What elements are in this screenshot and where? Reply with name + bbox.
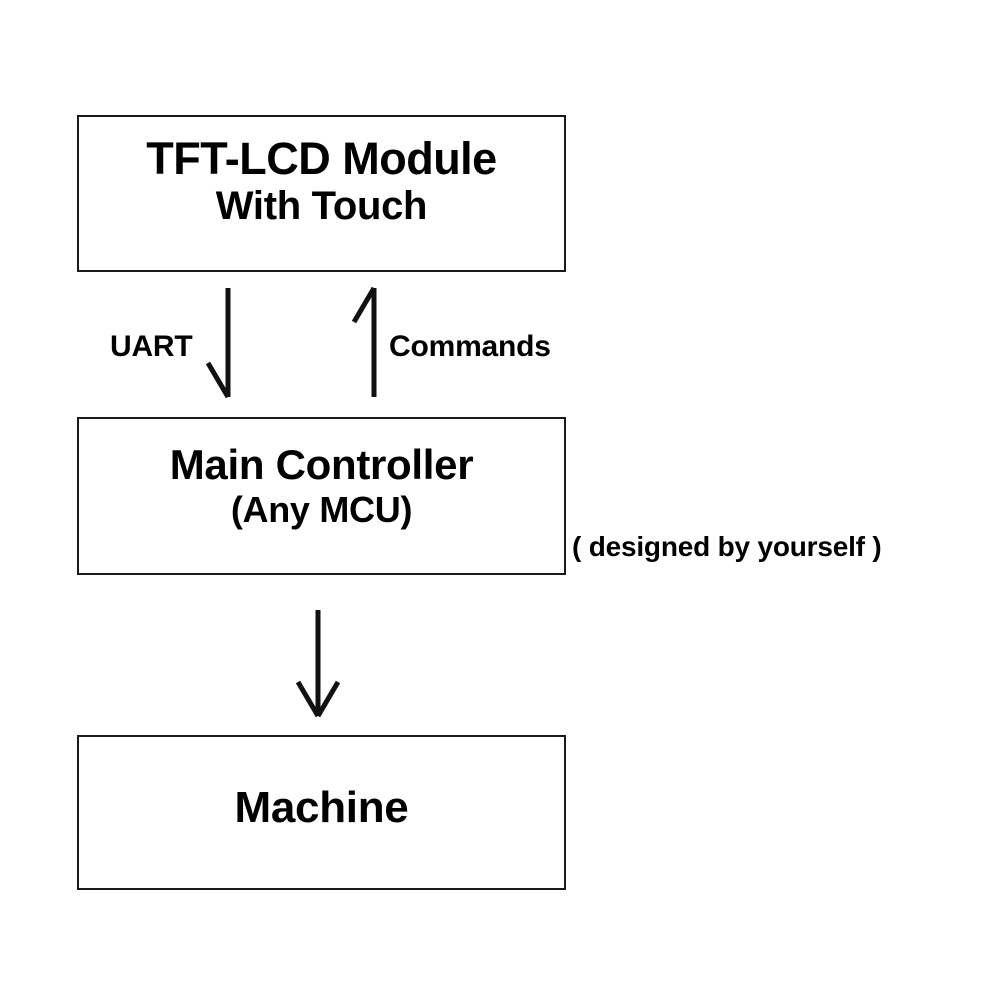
node-tft-lcd-module: TFT-LCD Module With Touch — [77, 115, 566, 272]
node-main-controller-line-2: (Any MCU) — [230, 489, 413, 531]
edge-label-commands: Commands — [389, 330, 551, 363]
annotation-designed-by-yourself: ( designed by yourself ) — [572, 531, 882, 562]
arrow-controller-to-machine-icon — [295, 610, 341, 718]
node-machine-line-1: Machine — [234, 783, 409, 832]
node-main-controller: Main Controller (Any MCU) — [77, 417, 566, 575]
edge-label-uart: UART — [110, 330, 193, 363]
node-machine: Machine — [77, 735, 566, 890]
arrow-uart-down-icon — [205, 288, 231, 399]
node-tft-lcd-module-line-1: TFT-LCD Module — [146, 133, 497, 184]
node-tft-lcd-module-line-2: With Touch — [215, 184, 428, 229]
arrow-commands-up-icon — [351, 286, 377, 397]
node-main-controller-line-1: Main Controller — [169, 441, 474, 488]
